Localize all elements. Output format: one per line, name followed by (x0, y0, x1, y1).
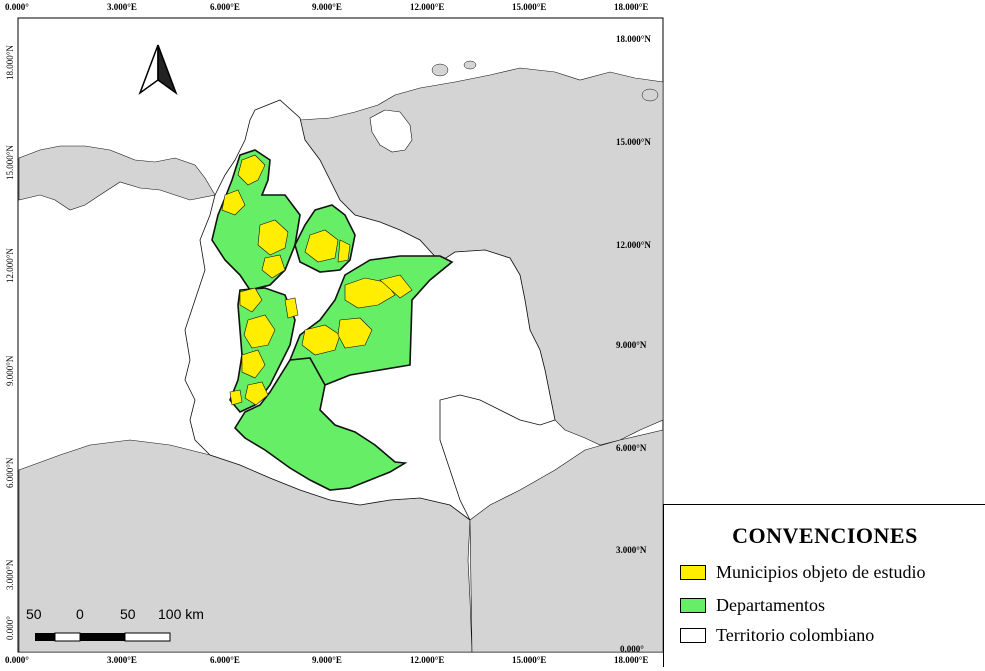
bottom-tick-6: 18.000°E (614, 655, 649, 665)
right-tick-1: 15.000°N (616, 137, 651, 147)
scale-label-100km: 100 km (158, 606, 204, 622)
departamento-antioquia (211, 149, 301, 291)
municipios-layer (221, 154, 413, 406)
top-tick-5: 15.000°E (512, 2, 547, 12)
left-tick-5: 3.000°N (5, 559, 15, 590)
right-tick-6: 0.000° (620, 644, 644, 654)
scalebar: 50 0 50 100 km (26, 606, 204, 646)
north-arrow-icon (138, 44, 178, 96)
right-tick-2: 12.000°N (616, 240, 651, 250)
left-tick-1: 15.000°N (5, 145, 15, 180)
legend-swatch-departamentos (680, 597, 706, 613)
right-tick-5: 3.000°N (616, 545, 647, 555)
bottom-tick-0: 0.000° (5, 655, 29, 665)
island (463, 60, 477, 70)
bottom-tick-3: 9.000°E (312, 655, 342, 665)
neighbor-central-america (18, 145, 216, 211)
left-tick-0: 18.000°N (5, 45, 15, 80)
legend-swatch-territorio (680, 627, 706, 643)
scale-label-50-left: 50 (26, 606, 42, 622)
top-tick-2: 6.000°E (210, 2, 240, 12)
legend: CONVENCIONES Municipios objeto de estudi… (663, 504, 985, 667)
top-tick-3: 9.000°E (312, 2, 342, 12)
top-tick-4: 12.000°E (410, 2, 445, 12)
right-tick-4: 6.000°N (616, 443, 647, 453)
legend-item-departamentos: Departamentos (680, 594, 825, 616)
top-tick-6: 18.000°E (614, 2, 649, 12)
legend-label-departamentos: Departamentos (716, 594, 825, 615)
island (431, 63, 449, 77)
bottom-tick-2: 6.000°E (210, 655, 240, 665)
top-tick-1: 3.000°E (107, 2, 137, 12)
left-tick-3: 9.000°N (5, 355, 15, 386)
left-tick-6: 0.000° (5, 616, 15, 640)
left-tick-4: 6.000°N (5, 457, 15, 488)
departamento-meta (233, 357, 408, 491)
right-tick-0: 18.000°N (616, 34, 651, 44)
legend-swatch-municipios (680, 564, 706, 580)
legend-label-municipios: Municipios objeto de estudio (716, 561, 926, 582)
island (641, 88, 659, 102)
bottom-tick-1: 3.000°E (107, 655, 137, 665)
scalebar-graphic (35, 632, 171, 642)
top-tick-0: 0.000° (5, 2, 29, 12)
scale-label-50: 50 (120, 606, 136, 622)
neighbor-brazil (469, 429, 664, 653)
legend-title: CONVENCIONES (732, 523, 918, 548)
right-tick-3: 9.000°N (616, 340, 647, 350)
legend-item-territorio: Territorio colombiano (680, 624, 874, 646)
scale-label-0: 0 (76, 606, 84, 622)
legend-label-territorio: Territorio colombiano (716, 624, 875, 645)
gulf-maracaibo (369, 109, 413, 153)
legend-item-municipios: Municipios objeto de estudio (680, 561, 925, 583)
bottom-tick-4: 12.000°E (410, 655, 445, 665)
bottom-tick-5: 15.000°E (512, 655, 547, 665)
left-tick-2: 12.000°N (5, 248, 15, 283)
